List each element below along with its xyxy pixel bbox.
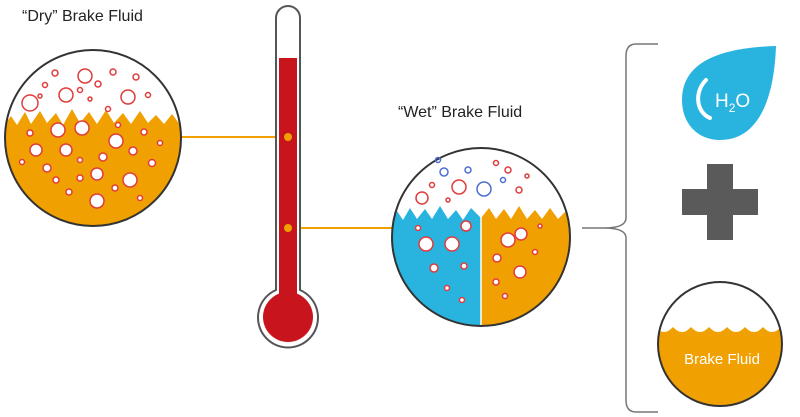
wet-brake-fluid-label: “Wet” Brake Fluid: [398, 104, 523, 121]
wet-brake-fluid-circle: [391, 147, 571, 327]
brace-bracket: [603, 43, 658, 413]
thermometer-icon: [257, 5, 319, 349]
dry-brake-fluid-circle: [4, 49, 182, 227]
water-drop-icon: H2O: [682, 46, 776, 140]
brake-fluid-jar-circle: Brake Fluid: [657, 281, 783, 407]
dry-brake-fluid-label: “Dry” Brake Fluid: [22, 8, 143, 25]
water-formula: H2O: [715, 91, 750, 115]
brake-fluid-jar-label: Brake Fluid: [684, 351, 760, 368]
plus-icon: [682, 164, 758, 240]
